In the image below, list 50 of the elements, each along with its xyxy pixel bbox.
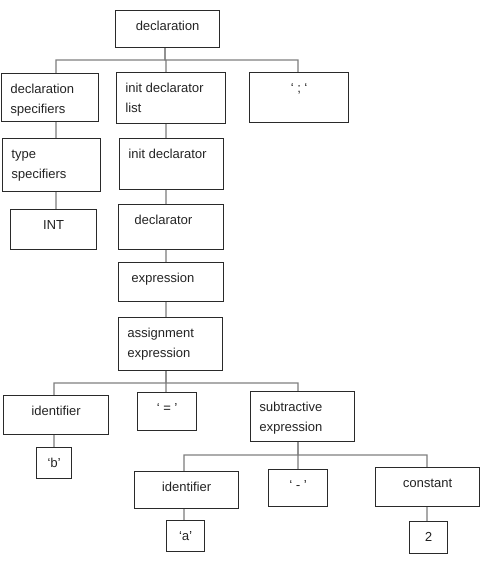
parse-tree-node (116, 72, 226, 124)
connector-line (165, 189, 167, 204)
parse-tree-node (118, 317, 223, 371)
parse-tree-node (36, 447, 72, 479)
node-label: ‘ - ’ (288, 476, 308, 494)
connector-line (426, 506, 428, 521)
connector-line (164, 48, 299, 72)
parse-tree-node (3, 395, 109, 435)
parse-tree-node (119, 138, 224, 190)
parse-tree-node (166, 520, 205, 552)
parse-tree-node (375, 467, 480, 507)
parse-tree-node (409, 521, 448, 554)
connector-line (165, 371, 299, 391)
connector-line (165, 249, 167, 262)
parse-tree-node (115, 10, 220, 48)
node-label: identifier (160, 478, 212, 496)
connector-line (55, 121, 57, 138)
node-label: ‘ ; ‘ (290, 79, 308, 97)
connector-line (165, 123, 167, 138)
connector-line (55, 191, 57, 209)
parse-tree-node (1, 73, 99, 122)
node-label: constant (402, 474, 454, 492)
parse-tree-node (2, 138, 101, 192)
parse-tree-node (268, 469, 328, 507)
node-label: type specifiers (11, 145, 68, 183)
node-label: declaration specifiers (10, 80, 75, 118)
parse-tree-node (118, 262, 224, 302)
connector-line (165, 301, 167, 317)
node-label: init declarator (128, 145, 208, 163)
connector-line (297, 442, 428, 467)
node-label: ‘a’ (178, 527, 193, 545)
node-label: ‘b’ (46, 454, 62, 472)
node-label: ‘ = ’ (156, 399, 178, 417)
node-label: 2 (424, 528, 434, 546)
parse-tree-node (134, 471, 239, 509)
connector-line (53, 434, 55, 447)
parse-tree-node (137, 392, 197, 431)
node-label: INT (42, 216, 65, 234)
node-label: identifier (30, 402, 82, 420)
parse-tree-node (250, 391, 355, 442)
parse-tree-node (118, 204, 224, 250)
parse-tree-node (10, 209, 97, 250)
connector-line (183, 508, 185, 520)
node-label: init declarator list (125, 79, 204, 117)
parse-tree-node (249, 72, 349, 123)
node-label: declaration (134, 17, 200, 35)
node-label: subtractive expression (259, 398, 324, 436)
node-label: expression (131, 269, 196, 287)
node-label: declarator (134, 211, 194, 229)
node-label: assignment expression (127, 324, 195, 362)
